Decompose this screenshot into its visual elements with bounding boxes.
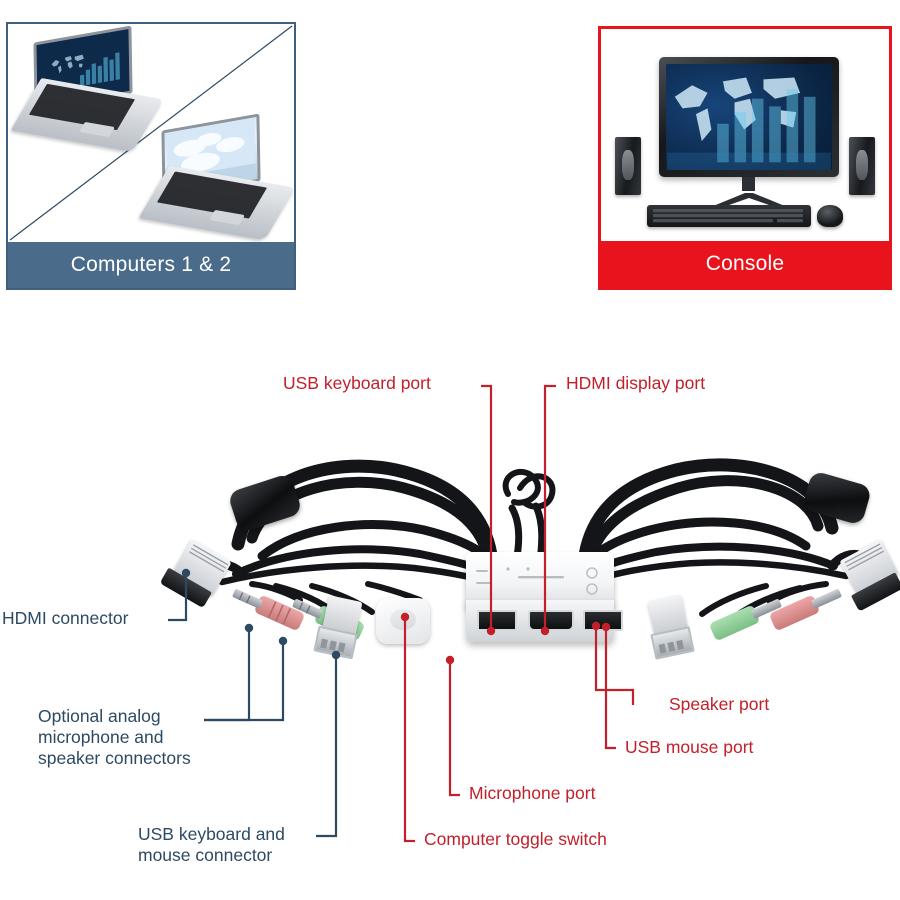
usb-keyboard-port[interactable] (477, 610, 517, 631)
hdmi-connector-left[interactable] (153, 530, 245, 624)
hdmi-connector-right[interactable] (829, 529, 900, 622)
mouse (817, 205, 843, 227)
hdmi-connector-ribs-right (844, 543, 885, 571)
keyboard (647, 205, 811, 227)
laptop-1-screen (33, 25, 133, 111)
monitor-screen-graphic (667, 77, 831, 170)
usb-connector-contacts-right (658, 639, 684, 654)
monitor-screen (666, 64, 832, 170)
diagonal-divider (9, 25, 293, 241)
usb-connector-right[interactable] (642, 594, 701, 668)
microphone-connector-rings (238, 592, 291, 625)
label-usb-mouse-port: USB mouse port (625, 737, 754, 757)
monitor-neck (742, 177, 755, 191)
console-panel: Console (598, 26, 892, 290)
label-hdmi-connector: HDMI connector (2, 608, 129, 628)
console-artwork (601, 29, 889, 241)
kvm-hardware-illustration (0, 330, 900, 900)
usb-connector-left[interactable] (310, 594, 369, 668)
microphone-connector-left[interactable] (224, 578, 309, 641)
label-computer-toggle-switch: Computer toggle switch (424, 829, 607, 849)
computer-toggle-switch[interactable] (376, 598, 430, 644)
keyboard-keys (653, 209, 803, 223)
usb-connector-contacts (320, 638, 346, 653)
usb-mouse-port[interactable] (583, 610, 623, 631)
laptop-1 (10, 25, 164, 153)
world-map-graphic (51, 54, 85, 73)
computers-panel: Computers 1 & 2 (6, 22, 296, 290)
speaker-left (615, 137, 641, 195)
monitor (659, 57, 839, 177)
label-optional-analog-connectors: Optional analog microphone and speaker c… (38, 706, 191, 768)
label-hdmi-display-port: HDMI display port (566, 373, 706, 393)
label-speaker-port: Speaker port (669, 694, 770, 714)
label-microphone-port: Microphone port (469, 783, 596, 803)
computers-artwork (8, 24, 294, 242)
bar-chart-graphic (80, 52, 121, 87)
hdmi-connector-ribs (188, 544, 229, 573)
computers-panel-caption: Computers 1 & 2 (8, 242, 294, 288)
hdmi-display-port[interactable] (528, 610, 574, 631)
console-panel-caption: Console (601, 241, 889, 287)
label-usb-keyboard-port: USB keyboard port (283, 373, 431, 393)
label-usb-keyboard-mouse-connector: USB keyboard and mouse connector (138, 824, 285, 865)
speaker-right (849, 137, 875, 195)
laptop-2 (138, 113, 294, 241)
